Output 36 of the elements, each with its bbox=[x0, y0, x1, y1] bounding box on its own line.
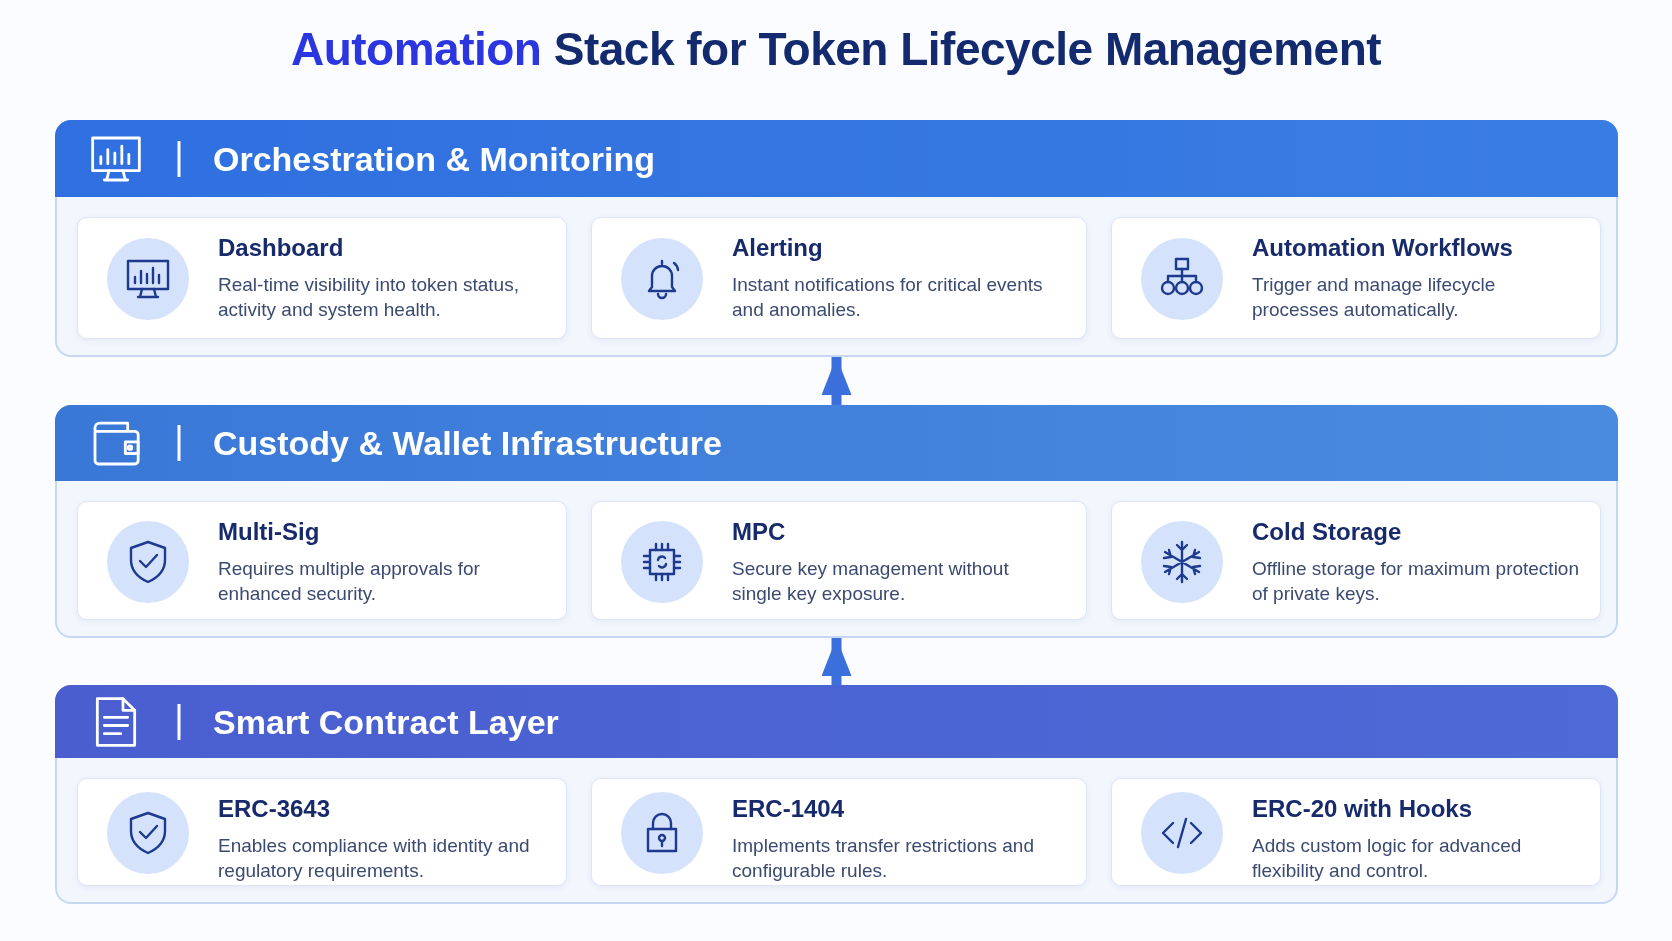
card-description: Secure key management without single key exposure. bbox=[732, 557, 1010, 606]
card-title: Dashboard bbox=[218, 234, 344, 262]
card-title: ERC-20 with Hooks bbox=[1252, 795, 1473, 823]
card-title: MPC bbox=[732, 518, 786, 546]
card-description: Adds custom logic for advanced flexibility and control. bbox=[1252, 834, 1523, 883]
feature-card bbox=[591, 501, 1087, 620]
card-title: Automation Workflows bbox=[1252, 234, 1513, 262]
card-description: Trigger and manage lifecycle processes automatically. bbox=[1252, 273, 1497, 322]
card-title: Alerting bbox=[732, 234, 823, 262]
arrow bbox=[821, 638, 852, 685]
diagram-title: Automation Stack for Token Lifecycle Management bbox=[289, 22, 1383, 76]
feature-card bbox=[1111, 217, 1601, 339]
card-description: Offline storage for maximum protection of private keys. bbox=[1252, 557, 1580, 606]
card-description: Real-time visibility into token status, activity and system health. bbox=[218, 273, 520, 322]
layer-title: Smart Contract Layer bbox=[213, 701, 559, 742]
layer-panel bbox=[55, 405, 1618, 638]
layer-title: Orchestration & Monitoring bbox=[213, 138, 655, 179]
card-title: Cold Storage bbox=[1252, 518, 1402, 546]
feature-card bbox=[591, 778, 1087, 886]
feature-card bbox=[77, 217, 567, 339]
card-description: Requires multiple approvals for enhanced security. bbox=[218, 557, 481, 606]
feature-card bbox=[1111, 501, 1601, 620]
feature-card bbox=[77, 778, 567, 886]
feature-card bbox=[1111, 778, 1601, 886]
arrow bbox=[821, 357, 852, 405]
layer-panel bbox=[55, 685, 1618, 904]
layer-panel bbox=[55, 120, 1618, 357]
card-description: Instant notifications for critical events and anomalies. bbox=[732, 273, 1044, 322]
feature-card bbox=[591, 217, 1087, 339]
card-description: Enables compliance with identity and regulatory requirements. bbox=[218, 834, 531, 883]
feature-card bbox=[77, 501, 567, 620]
card-title: ERC-1404 bbox=[732, 795, 845, 823]
layer-title: Custody & Wallet Infrastructure bbox=[213, 423, 722, 463]
card-description: Implements transfer restrictions and configurable rules. bbox=[732, 834, 1035, 883]
card-title: Multi-Sig bbox=[218, 518, 320, 546]
card-title: ERC-3643 bbox=[218, 795, 331, 823]
